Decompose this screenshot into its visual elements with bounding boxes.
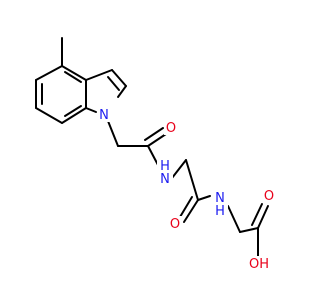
label-mask bbox=[212, 191, 228, 219]
bond bbox=[179, 196, 193, 218]
atom-label-amide2-n-line: N bbox=[215, 191, 225, 206]
bond bbox=[171, 159, 187, 179]
atom-label-acid-oxo: O bbox=[264, 189, 274, 204]
bond bbox=[35, 65, 63, 81]
bond bbox=[147, 145, 159, 166]
bond bbox=[227, 205, 241, 233]
bond bbox=[61, 107, 87, 124]
atom-label-amide2-o: O bbox=[170, 217, 180, 232]
bond-lines bbox=[35, 37, 269, 257]
atom-label-amide2-n-line: H bbox=[215, 204, 225, 219]
bond bbox=[239, 227, 259, 233]
bond bbox=[144, 127, 164, 141]
bond bbox=[61, 65, 87, 81]
label-mask bbox=[97, 107, 111, 122]
bond bbox=[147, 133, 167, 147]
bond bbox=[183, 199, 199, 223]
bond bbox=[85, 107, 97, 113]
label-mask bbox=[157, 159, 173, 187]
bond bbox=[85, 69, 113, 81]
atom-label-amide1-o: O bbox=[166, 121, 176, 136]
bond bbox=[185, 159, 199, 201]
atom-label-acid-oh: OH bbox=[249, 257, 269, 272]
bond bbox=[251, 203, 263, 226]
bond bbox=[107, 120, 119, 147]
atom-label-amide1-n-line: H bbox=[160, 159, 170, 174]
bond bbox=[117, 85, 127, 98]
bond bbox=[111, 69, 127, 87]
bond bbox=[197, 195, 211, 201]
atom-label-indole-n: N bbox=[99, 108, 109, 123]
bond bbox=[257, 205, 269, 229]
label-mask bbox=[262, 188, 276, 203]
bond bbox=[35, 107, 63, 124]
bond bbox=[107, 76, 120, 91]
label-mask bbox=[168, 216, 182, 231]
label-mask bbox=[164, 120, 178, 135]
bond bbox=[64, 105, 82, 117]
bond bbox=[64, 71, 82, 83]
label-mask bbox=[247, 256, 271, 271]
atom-label-amide1-n-line: N bbox=[160, 172, 170, 187]
